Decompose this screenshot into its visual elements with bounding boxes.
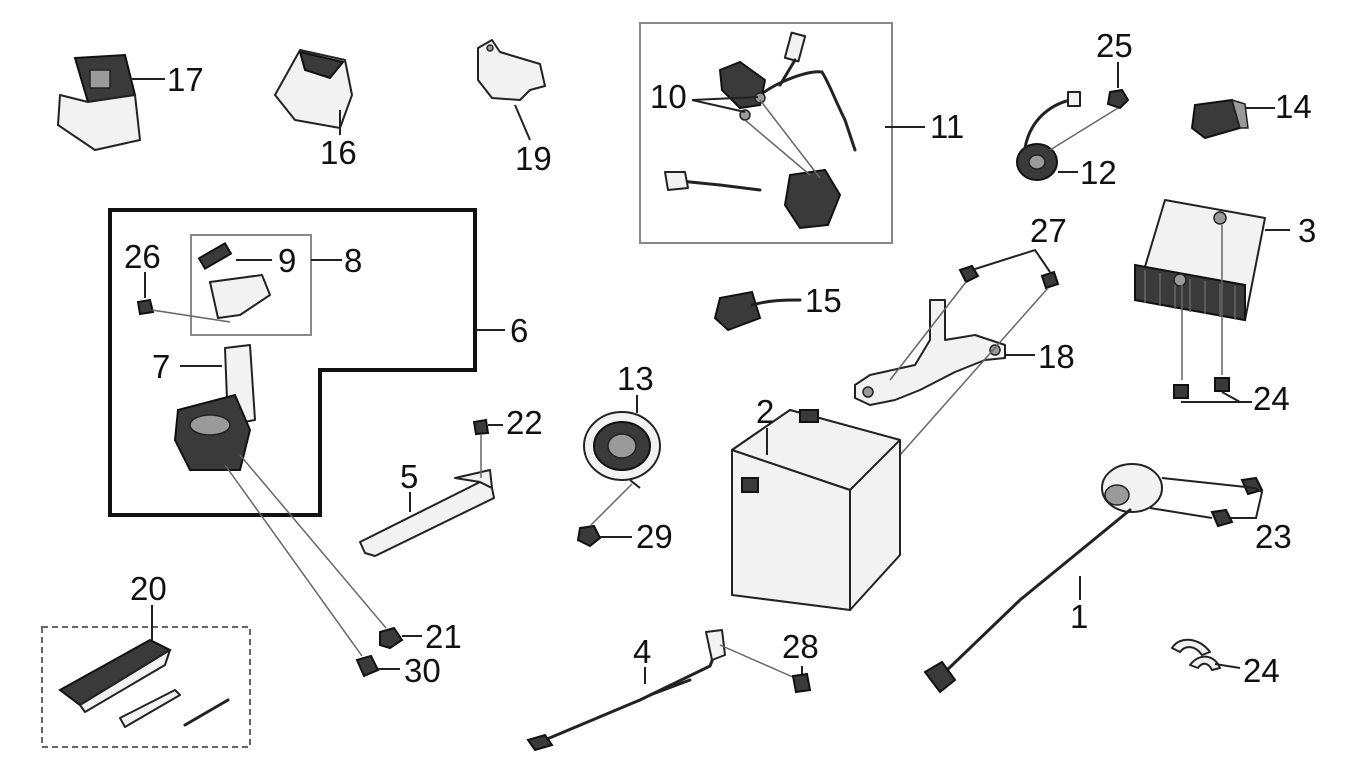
holder-18[interactable]	[854, 299, 1006, 406]
latch-8[interactable]	[197, 241, 271, 319]
label-4: 4	[633, 633, 651, 670]
label-12: 12	[1080, 154, 1117, 191]
clip-24[interactable]	[1171, 638, 1221, 671]
lock-body-7[interactable]	[173, 344, 256, 471]
label-19: 19	[515, 140, 552, 177]
battery-cable-4[interactable]	[526, 629, 726, 752]
kit-box-8	[190, 234, 312, 336]
nut-21[interactable]	[379, 626, 404, 650]
bolt-22[interactable]	[472, 418, 490, 436]
label-28: 28	[782, 628, 819, 665]
bolt-28[interactable]	[791, 672, 812, 694]
nut-29[interactable]	[576, 524, 602, 548]
label-5: 5	[400, 458, 418, 495]
label-30: 30	[404, 652, 441, 689]
horn-13[interactable]	[583, 411, 661, 489]
label-18: 18	[1038, 338, 1075, 375]
label-26: 26	[124, 238, 161, 275]
label-29: 29	[636, 518, 673, 555]
kit-box-11	[639, 22, 893, 244]
assembly-box-6	[108, 208, 477, 517]
label-13: 13	[617, 360, 654, 397]
tool-kit-20[interactable]	[58, 638, 230, 728]
label-2: 2	[756, 393, 774, 430]
label-11: 11	[930, 108, 964, 145]
label-3: 3	[1298, 212, 1316, 249]
label-22: 22	[506, 404, 543, 441]
label-8: 8	[344, 242, 362, 279]
label-23: 23	[1255, 518, 1292, 555]
label-17: 17	[167, 61, 204, 98]
label-1: 1	[1070, 598, 1088, 635]
label-10: 10	[650, 78, 687, 115]
tool-kit-box-20	[41, 626, 251, 748]
label-25: 25	[1096, 27, 1133, 64]
screw-26[interactable]	[136, 298, 155, 316]
label-27: 27	[1030, 212, 1067, 249]
label-16: 16	[320, 134, 357, 171]
label-6: 6	[510, 312, 528, 349]
wiring-kit-11[interactable]	[664, 31, 857, 230]
screw-24-pair[interactable]	[1173, 377, 1230, 399]
regulator-3[interactable]	[1134, 199, 1266, 322]
bracket-5[interactable]	[359, 469, 495, 557]
connector-15[interactable]	[713, 290, 802, 332]
bracket-19[interactable]	[477, 39, 546, 101]
relay-17[interactable]	[57, 53, 141, 151]
label-24-lower: 24	[1243, 652, 1280, 689]
nut-30[interactable]	[355, 654, 380, 678]
sender-1[interactable]	[923, 463, 1163, 694]
label-7: 7	[152, 348, 170, 385]
label-21: 21	[425, 618, 462, 655]
sensor-12[interactable]	[1016, 91, 1081, 181]
label-15: 15	[805, 282, 842, 319]
connector-14[interactable]	[1190, 98, 1249, 140]
label-14: 14	[1275, 88, 1312, 125]
battery-2[interactable]	[731, 409, 901, 611]
cover-16[interactable]	[274, 49, 353, 129]
label-24-upper: 24	[1253, 380, 1290, 417]
nut-25[interactable]	[1106, 88, 1130, 110]
label-9: 9	[278, 242, 296, 279]
label-20: 20	[130, 570, 167, 607]
